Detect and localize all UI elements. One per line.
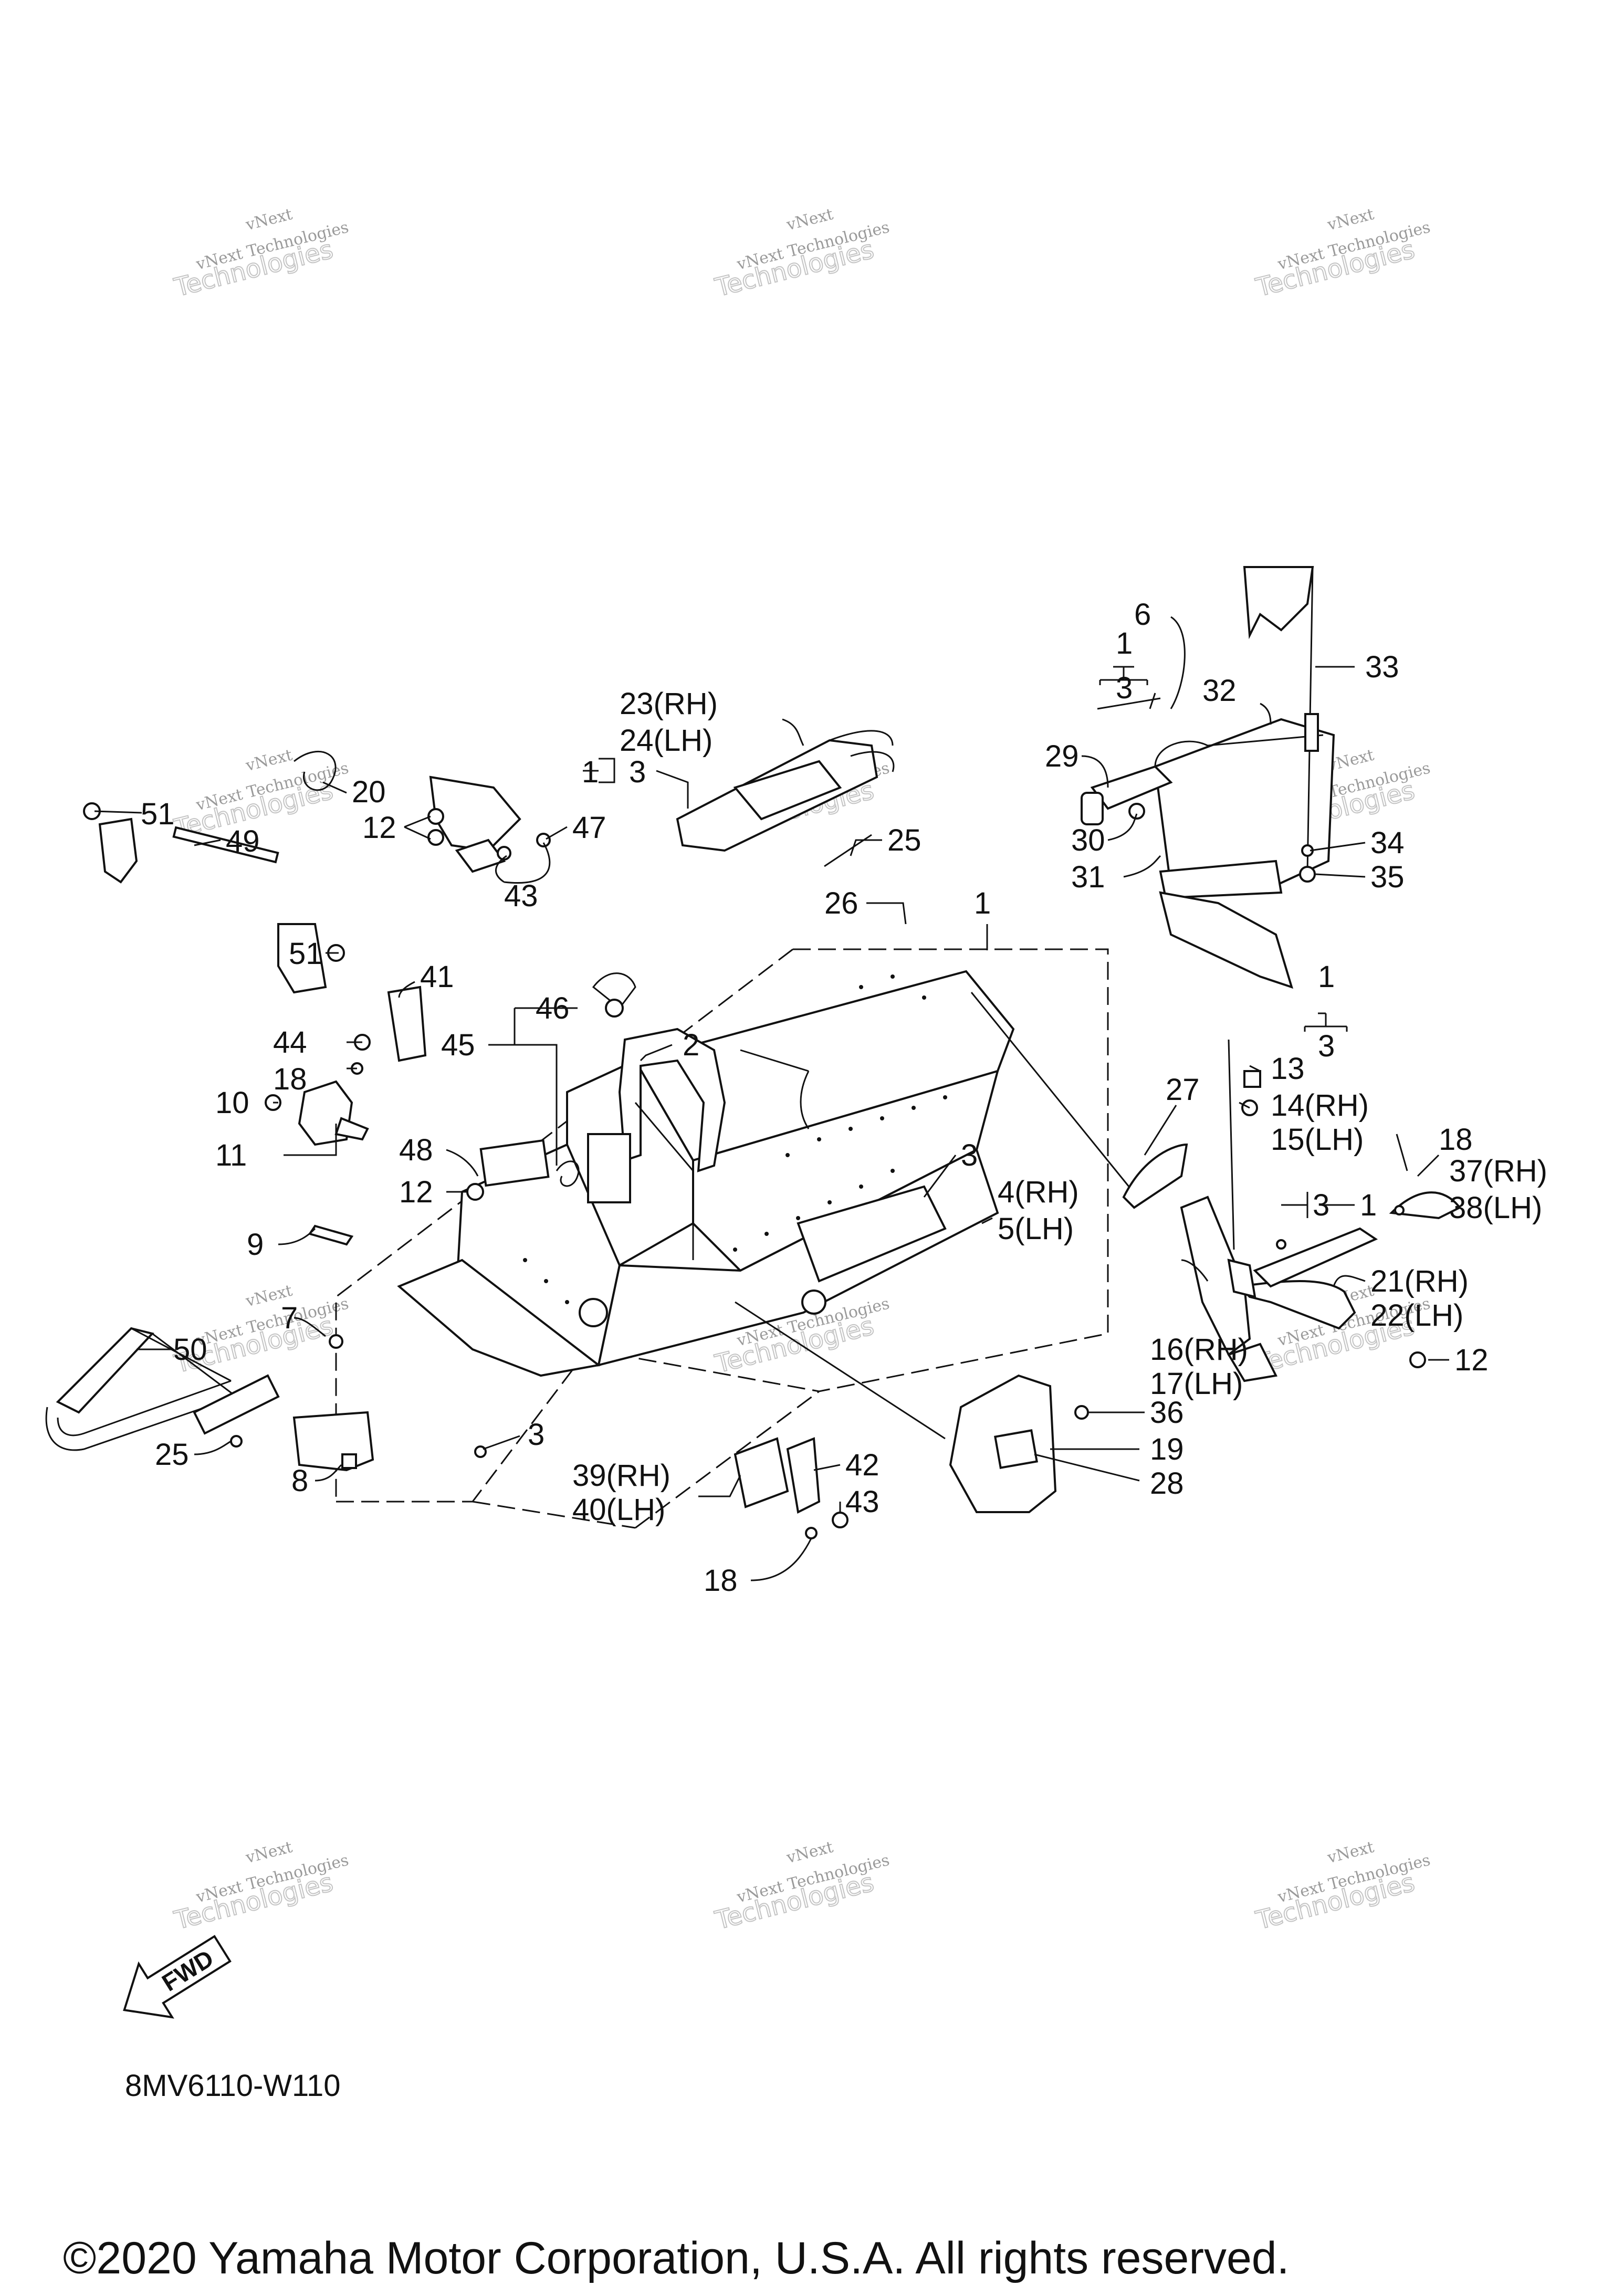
- callout-label: 1: [582, 755, 599, 789]
- callout-label: 42: [845, 1448, 879, 1482]
- callout-label: 28: [1150, 1466, 1184, 1501]
- callout-label: 15(LH): [1271, 1123, 1364, 1157]
- callout-label: 6: [1134, 597, 1151, 632]
- svg-text:vNext: vNext: [244, 746, 295, 775]
- watermark: Technologies vNext vNext Technologies: [171, 1838, 351, 1936]
- callout-label: 3: [1318, 1029, 1335, 1063]
- callout-label: 45: [441, 1028, 475, 1062]
- watermark: Technologies vNext vNext Technologies: [711, 205, 892, 303]
- callout-labels: 51 20 12 47 49 43 51 23(RH) 24(LH) 1 3 2…: [141, 597, 1547, 1598]
- callout-label: 43: [845, 1485, 879, 1519]
- callout-label: 22(LH): [1370, 1298, 1463, 1333]
- left-side-parts: [265, 972, 636, 1246]
- callout-label: 23(RH): [620, 687, 718, 721]
- callout-label: 51: [141, 797, 175, 831]
- callout-label: 2: [683, 1028, 699, 1062]
- callout-label: 47: [572, 811, 606, 845]
- callout-label: 24(LH): [620, 724, 713, 758]
- watermark: Technologies vNext vNext Technologies: [711, 1838, 892, 1936]
- callout-label: 9: [247, 1228, 264, 1262]
- callout-label: 1: [974, 886, 991, 920]
- callout-label: 40(LH): [572, 1493, 665, 1527]
- callout-label: 10: [215, 1086, 249, 1120]
- callout-label: 1: [1116, 626, 1133, 661]
- callout-label: 34: [1370, 826, 1405, 860]
- fwd-arrow-icon: FWD: [123, 1935, 232, 2019]
- watermark: Technologies vNext vNext Technologies: [1252, 1838, 1432, 1936]
- callout-label: 26: [824, 886, 858, 920]
- watermark: Technologies vNext vNext Technologies: [1252, 205, 1432, 303]
- callout-label: 48: [399, 1133, 433, 1167]
- side-panel-parts: [949, 1374, 1089, 1513]
- watermark: Technologies vNext vNext Technologies: [171, 205, 351, 303]
- callout-label: 25: [155, 1438, 189, 1472]
- svg-text:vNext: vNext: [244, 1838, 295, 1867]
- chassis-frame: [397, 970, 1015, 1377]
- callout-label: 14(RH): [1271, 1088, 1369, 1123]
- callout-label: 7: [281, 1301, 298, 1335]
- callout-label: 12: [1454, 1343, 1489, 1377]
- svg-text:vNext: vNext: [1325, 1838, 1376, 1867]
- callout-label: 37(RH): [1449, 1154, 1547, 1188]
- frame-rivets: [523, 974, 947, 1304]
- callout-label: 8: [291, 1464, 308, 1498]
- callout-label: 1: [1318, 960, 1335, 994]
- callout-label: 17(LH): [1150, 1367, 1243, 1401]
- running-board-parts: [1122, 1039, 1462, 1382]
- callout-label: 13: [1271, 1052, 1305, 1086]
- copyright-notice: ©2020 Yamaha Motor Corporation, U.S.A. A…: [63, 2233, 1290, 2283]
- callout-label: 12: [399, 1175, 433, 1209]
- callout-label: 3: [1116, 671, 1133, 705]
- callout-label: 39(RH): [572, 1459, 671, 1493]
- callout-label: 43: [504, 879, 538, 913]
- callout-label: 3: [528, 1418, 544, 1452]
- callout-label: 44: [273, 1025, 307, 1060]
- callout-label: 18: [1439, 1123, 1473, 1157]
- lower-center-parts: [734, 1437, 849, 1539]
- callout-label: 12: [362, 811, 396, 845]
- callout-label: 36: [1150, 1396, 1184, 1430]
- callout-label: 4(RH): [998, 1175, 1079, 1209]
- callout-label: 3: [1313, 1188, 1329, 1222]
- callout-label: 38(LH): [1449, 1191, 1542, 1225]
- callout-label: 1: [1360, 1188, 1377, 1222]
- callout-label: 33: [1365, 650, 1399, 684]
- callout-label: 18: [704, 1564, 738, 1598]
- callout-label: 11: [215, 1138, 247, 1172]
- callout-label: 51: [289, 937, 323, 971]
- rear-bumper-parts: [1081, 566, 1335, 989]
- callout-label: 32: [1202, 674, 1237, 708]
- callout-label: 19: [1150, 1432, 1184, 1466]
- callout-label: 5(LH): [998, 1212, 1074, 1246]
- leader-lines: [94, 616, 1449, 1581]
- callout-label: 3: [961, 1138, 978, 1172]
- upper-left-parts: [83, 751, 551, 994]
- svg-text:vNext: vNext: [1325, 205, 1376, 234]
- callout-label: 29: [1045, 739, 1079, 773]
- callout-label: 18: [273, 1062, 307, 1096]
- callout-label: 3: [629, 755, 646, 789]
- callout-label: 25: [887, 823, 921, 857]
- svg-text:vNext: vNext: [784, 1838, 835, 1867]
- frame-assembly-outline: [335, 948, 1109, 1529]
- callout-label: 20: [352, 775, 386, 809]
- lower-left-parts: [45, 1327, 487, 1472]
- callout-label: 30: [1071, 823, 1105, 857]
- callout-label: 49: [226, 824, 260, 858]
- svg-text:vNext: vNext: [244, 205, 295, 234]
- callout-label: 21(RH): [1370, 1264, 1469, 1298]
- svg-text:vNext: vNext: [784, 205, 835, 234]
- callout-label: 31: [1071, 860, 1105, 894]
- diagram-code: 8MV6110-W110: [125, 2069, 341, 2103]
- callout-label: 16(RH): [1150, 1333, 1248, 1367]
- callout-label: 27: [1166, 1073, 1200, 1107]
- callout-label: 41: [420, 960, 454, 994]
- callout-label: 50: [173, 1333, 207, 1367]
- callout-label: 35: [1370, 860, 1405, 894]
- callout-label: 46: [536, 991, 570, 1025]
- upper-center-parts: [676, 730, 895, 867]
